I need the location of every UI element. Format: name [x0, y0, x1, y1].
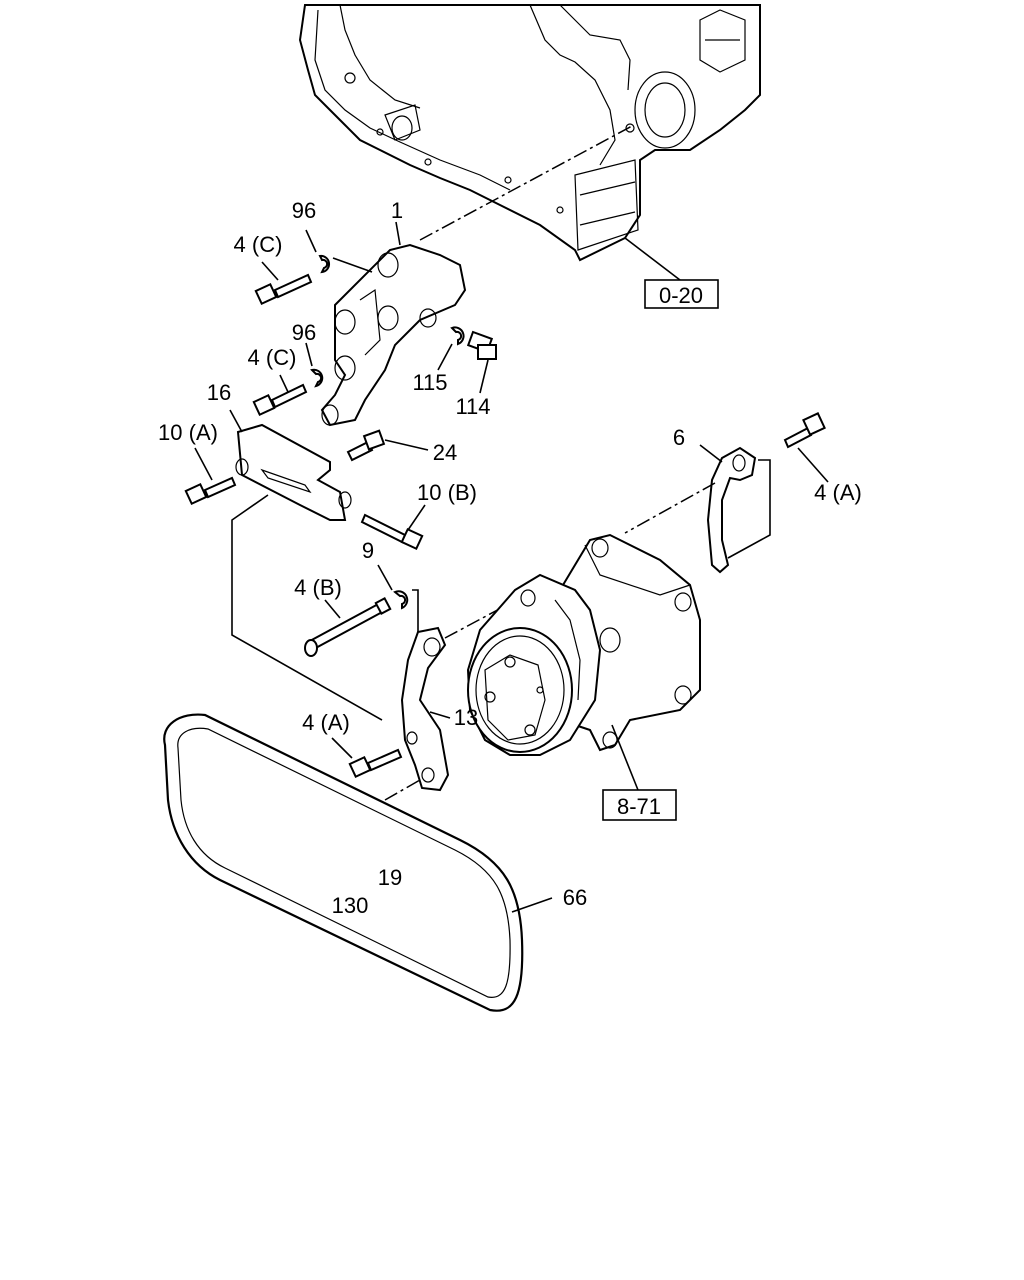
- bolt-10b: [338, 491, 424, 551]
- callout-24: 24: [433, 440, 457, 465]
- callout-9: 9: [362, 538, 374, 563]
- leader-4a-right: [797, 447, 829, 483]
- callout-16: 16: [207, 380, 231, 405]
- leader-9: [377, 564, 393, 591]
- leader-4c-lower: [279, 374, 289, 393]
- callout-10a: 10 (A): [158, 420, 218, 445]
- engine-reference-box: [644, 279, 719, 309]
- callout-130: 130: [332, 893, 369, 918]
- bracket-13-lower-axis: [384, 779, 421, 801]
- bracket-axis-line: [419, 125, 633, 241]
- callout-96-upper: 96: [292, 198, 316, 223]
- bolt-4c-upper: [254, 273, 313, 306]
- leader-114: [479, 359, 489, 394]
- callout-4c-lower: 4 (C): [248, 345, 297, 370]
- leader-96-lower: [305, 342, 313, 367]
- leader-96-upper-label: [305, 229, 317, 253]
- bracket-6-guide: [727, 459, 771, 559]
- callout-1: 1: [391, 198, 403, 223]
- engine-block: [298, 4, 761, 262]
- leader-1: [395, 221, 401, 246]
- leader-6: [699, 444, 723, 463]
- bracket-part-6: [706, 446, 757, 574]
- v-belt-66: [163, 713, 524, 1012]
- washer-9: [393, 590, 409, 610]
- callout-19: 19: [378, 865, 402, 890]
- bolt-10a: [184, 476, 237, 506]
- leader-10b: [407, 504, 426, 531]
- callout-4b: 4 (B): [294, 575, 342, 600]
- callout-13: 13: [454, 705, 478, 730]
- callout-96-lower: 96: [292, 320, 316, 345]
- washer-9-guide: [412, 589, 419, 640]
- bolt-4a-left: [348, 748, 403, 779]
- bracket-part-13: [400, 626, 450, 792]
- leader-16: [229, 409, 243, 433]
- leader-13: [429, 711, 451, 719]
- bolt-4c-lower: [252, 383, 308, 417]
- callout-114: 114: [455, 394, 490, 419]
- callout-4a-left: 4 (A): [302, 710, 350, 735]
- washer-96-upper: [318, 254, 331, 274]
- ac-compressor: [466, 533, 701, 756]
- bracket-6-axis: [624, 482, 716, 534]
- engine-reference-label: 0-20: [659, 283, 703, 308]
- callout-4c-upper: 4 (C): [234, 232, 283, 257]
- leader-4b: [324, 599, 341, 619]
- leader-24: [384, 439, 429, 451]
- washer-96-lower: [310, 368, 324, 388]
- leader-4a-left: [331, 737, 353, 759]
- leader-96-upper: [332, 257, 373, 273]
- bolt-4b: [304, 597, 392, 657]
- bolt-114: [466, 330, 497, 360]
- washer-115: [450, 326, 465, 346]
- adjusting-plate-16: [235, 423, 347, 521]
- leader-66: [511, 897, 553, 913]
- bolt-4a-right: [783, 412, 826, 449]
- compressor-reference-label: 8-71: [617, 794, 661, 819]
- leader-115: [437, 343, 453, 371]
- plate-connection-line: [231, 494, 383, 721]
- callout-66: 66: [563, 885, 587, 910]
- callout-10b: 10 (B): [417, 480, 477, 505]
- callout-115: 115: [412, 370, 447, 395]
- leader-engine-ref: [624, 237, 681, 281]
- leader-10a: [194, 447, 213, 481]
- callout-6: 6: [673, 425, 685, 450]
- bracket-part-1: [320, 243, 467, 427]
- leader-4c-upper: [261, 261, 279, 281]
- callout-4a-right: 4 (A): [814, 480, 862, 505]
- bolt-24: [346, 429, 386, 462]
- leader-compressor-ref: [611, 724, 639, 791]
- compressor-reference-box: [602, 789, 677, 821]
